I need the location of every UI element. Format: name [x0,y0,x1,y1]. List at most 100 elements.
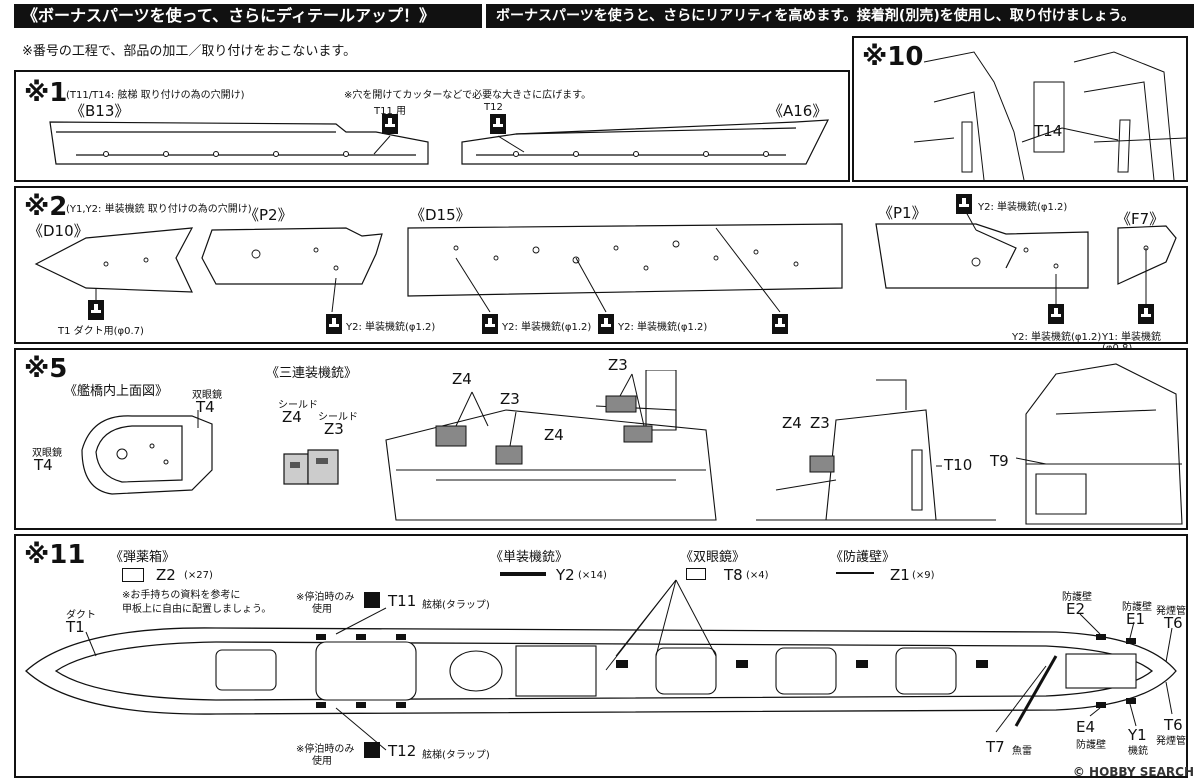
protective-wall-label: 防護壁 [1076,740,1106,751]
single-mg-title: 《単装機銃》 [490,550,569,565]
y2-qty: (×14) [578,570,607,581]
t6-label: T6 [1164,614,1183,632]
t7-label: T7 [986,738,1005,756]
protective-wall-label: 防護壁 [1062,592,1092,603]
ammo-note-2: 甲板上に自由に配置しましょう。 [122,604,272,615]
y2-callout: Y2: 単装機銃(φ1.2) [1012,332,1102,343]
t10-label: T10 [944,456,973,474]
z4-label: Z4 [544,426,564,444]
y1-label: Y1 [1128,726,1147,744]
funnel-label: 発煙管 [1156,736,1186,747]
drill-icon [1048,304,1064,324]
ammo-note-1: ※お手持ちの資料を参考に [122,590,241,601]
ladder-label: 舷梯(タラップ) [422,600,490,611]
t1-duct-callout: T1 ダクト用(φ0.7) [58,326,144,337]
shield-label: シールド [318,412,358,423]
y2-label: Y2 [556,566,575,584]
drill-icon [88,300,104,320]
anchor-note-1: ※停泊時のみ [296,744,355,755]
t9-label: T9 [990,452,1009,470]
z4-label: Z4 [282,408,302,426]
part-p2-label: 《P2》 [244,206,293,224]
binocular-label: 双眼鏡 [32,448,62,459]
e2-label: E2 [1066,600,1086,618]
t11-callout: T11 用 [374,106,407,117]
single-mg-icon [500,572,546,576]
drill-icon [598,314,614,334]
step10-bridge-drawing [914,51,1186,180]
protective-wall-icon [836,572,874,580]
z4-label: Z4 [782,414,802,432]
step1-title: (T11/T14: 舷梯 取り付けの為の穴開け) [66,90,245,101]
drill-icon [482,314,498,334]
y2-callout: Y2: 単装機銃(φ1.2) [618,322,708,333]
z3-label: Z3 [324,420,344,438]
part-d10-label: 《D10》 [28,222,89,240]
drill-icon [956,194,972,214]
t12-label: T12 [388,742,417,760]
bridge-top-title: 《艦橋内上面図》 [64,384,169,399]
mg-label: 機銃 [1128,746,1148,757]
triple-mg-title: 《三連装機銃》 [266,366,358,381]
protective-wall-label: 防護壁 [1122,602,1152,613]
step2-title: (Y1,Y2: 単装機銃 取り付けの為の穴開け) [66,204,252,215]
triple-mg-position-drawing [385,370,717,521]
banner-title: 《ボーナスパーツを使って、さらにディテールアップ！》 [14,4,482,28]
part-p1-label: 《P1》 [878,204,927,222]
step10-panel: ※10 T14 [852,36,1188,182]
step1-number: ※1 [24,78,68,108]
step11-panel: ※11 《弾薬箱》 Z2 (×27) ※お手持ちの資料を参考に 甲板上に自由に配… [14,534,1188,778]
t8-label: T8 [724,566,743,584]
part-d15-label: 《D15》 [410,206,471,224]
step5-panel: ※5 《艦橋内上面図》 双眼鏡 T4 双眼鏡 T4 《三連装機銃》 シールド シ… [14,348,1188,530]
t1-label: T1 [66,618,85,636]
drill-icon [382,114,398,134]
z2-label: Z2 [156,566,176,584]
z3-label: Z3 [608,356,628,374]
z2-qty: (×27) [184,570,213,581]
torpedo-label: 魚雷 [1012,746,1032,757]
binocular-title: 《双眼鏡》 [680,550,746,565]
duct-label: ダクト [66,610,96,621]
z4-label: Z4 [452,370,472,388]
ammo-box-icon [122,568,144,582]
anchor-use-icon [364,742,380,758]
y2-callout: Y2: 単装機銃(φ1.2) [346,322,436,333]
step5-number: ※5 [24,354,68,384]
z3-label: Z3 [810,414,830,432]
part-b13-label: 《B13》 [70,102,130,120]
t12-callout: T12 [484,102,503,113]
funnel-label: 発煙管 [1156,606,1186,617]
header-banner: 《ボーナスパーツを使って、さらにディテールアップ！》 ボーナスパーツを使うと、さ… [0,0,1200,32]
z1-qty: (×9) [912,570,935,581]
part-a16-label: 《A16》 [768,102,828,120]
step11-number: ※11 [24,540,86,570]
ship-top-view-drawing [25,579,1177,751]
drill-icon [490,114,506,134]
t8-qty: (×4) [746,570,769,581]
t4-label: T4 [34,456,53,474]
drill-icon [1138,304,1154,324]
y2-callout: Y2: 単装機銃(φ1.2) [978,202,1068,213]
triple-mg-drawing [283,449,339,485]
t4-label: T4 [196,398,215,416]
anchor-note-2: 使用 [312,604,332,615]
protective-wall-title: 《防護壁》 [830,550,896,565]
ammo-box-title: 《弾薬箱》 [110,550,176,565]
step1-panel: ※1 (T11/T14: 舷梯 取り付けの為の穴開け) ※穴を開けてカッターなど… [14,70,850,182]
z3-label: Z3 [500,390,520,408]
drill-icon [772,314,788,334]
bridge-side-drawing [756,379,996,521]
intro-note: ※番号の工程で、部品の加工／取り付けをおこないます。 [22,44,357,59]
bridge-rear-drawing [1016,363,1183,525]
step1-hull-drawing [49,119,830,165]
step2-number: ※2 [24,192,68,222]
e4-label: E4 [1076,718,1096,736]
watermark: © HOBBY SEARCH [1072,765,1194,779]
step1-note: ※穴を開けてカッターなどで必要な大きさに広げます。 [344,90,592,101]
z1-label: Z1 [890,566,910,584]
anchor-use-icon [364,592,380,608]
bridge-top-drawing [81,410,213,495]
t11-label: T11 [388,592,417,610]
ladder-label: 舷梯(タラップ) [422,750,490,761]
